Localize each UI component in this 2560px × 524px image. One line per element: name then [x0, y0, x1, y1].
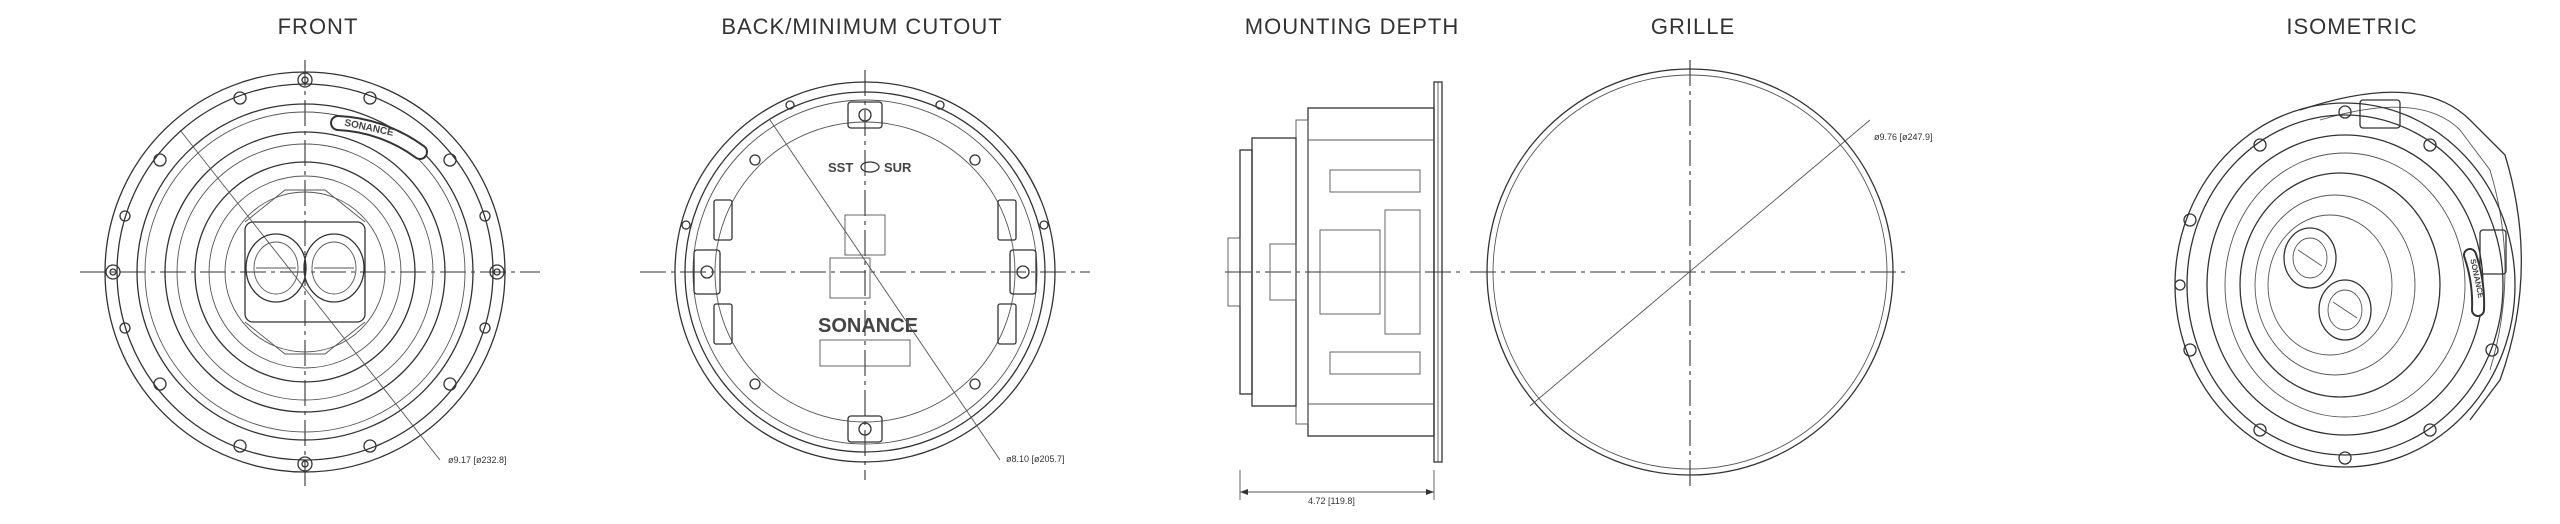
front-view-drawing: SONANCE ø9.17 [ø232.8] [80, 60, 540, 490]
grille-dimension-label: ø9.76 [ø247.9] [1874, 132, 1933, 142]
grille-view-drawing: ø9.76 [ø247.9] [1470, 60, 1933, 490]
back-view-title: BACK/MINIMUM CUTOUT [721, 14, 1003, 39]
mounting-depth-dimension-label: 4.72 [119.8] [1308, 496, 1355, 506]
mounting-depth-view-title: MOUNTING DEPTH [1244, 14, 1460, 39]
grille-view-title: GRILLE [1650, 14, 1736, 39]
back-logo-text: SONANCE [818, 315, 918, 337]
mounting-depth-drawing: 4.72 [119.8] [1225, 81, 1460, 506]
front-dimension-label: ø9.17 [ø232.8] [448, 455, 507, 465]
isometric-view-title: ISOMETRIC [2286, 14, 2418, 39]
isometric-view-drawing: SONANCE [2174, 91, 2522, 468]
switch-sst-label: SST [828, 160, 853, 175]
switch-sur-label: SUR [884, 160, 912, 175]
back-dimension-label: ø8.10 [ø205.7] [1006, 454, 1065, 464]
front-view-title: FRONT [277, 14, 359, 39]
back-view-drawing: SST SUR SONANCE ø8.10 [ø205.7] [640, 70, 1090, 480]
